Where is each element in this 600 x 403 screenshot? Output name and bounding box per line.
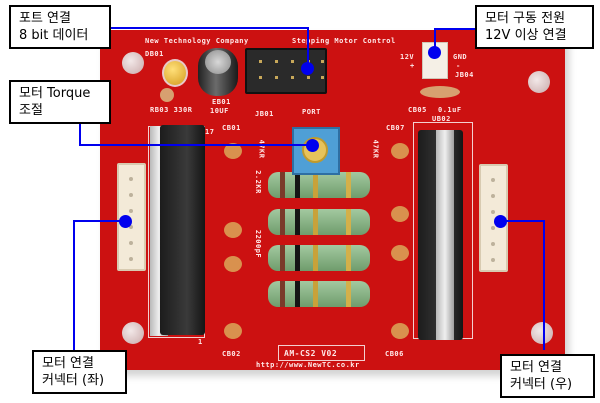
silk-47kr-top-left: 47KR <box>257 139 266 159</box>
leader-torque-horizontal <box>79 144 312 146</box>
capacitor-top <box>205 50 231 74</box>
callout-right-connector: 모터 연결 커넥터 (우) <box>500 354 595 398</box>
silk-jb01: JB01 <box>255 110 274 118</box>
callout-torque: 모터 Torque 조절 <box>9 80 111 124</box>
callout-port: 포트 연결 8 bit 데이터 <box>9 5 111 49</box>
resistor-rb03 <box>160 88 174 102</box>
silk-gnd: GND <box>453 53 468 61</box>
callout-torque-line1: 모터 Torque <box>19 86 91 101</box>
marker-right-connector <box>494 215 507 228</box>
capacitor-cb05 <box>420 86 460 98</box>
silk-model: AM-CS2 V02 <box>284 349 338 358</box>
silk-company: New Technology Company <box>145 37 249 45</box>
power-resistor-3 <box>268 245 370 271</box>
marker-power <box>428 46 441 59</box>
port-header <box>245 48 327 94</box>
marker-torque <box>306 139 319 152</box>
callout-port-line1: 포트 연결 <box>19 11 71 26</box>
silk-cb06: CB06 <box>385 350 404 358</box>
silk-eb01-value: 10UF <box>210 107 229 115</box>
silk-pin17-left: 17 <box>205 128 215 136</box>
power-resistor-2 <box>268 209 370 235</box>
silk-rb03: RB03 330R <box>150 106 193 114</box>
mounting-hole-top-left <box>122 52 144 74</box>
silk-12v: 12V <box>400 53 415 61</box>
ceramic-cap-4 <box>224 323 242 339</box>
ceramic-cap-5 <box>391 143 409 159</box>
left-motor-connector <box>117 163 146 271</box>
ceramic-cap-2 <box>224 222 242 238</box>
silk-47kr-top-right: 47KR <box>371 139 380 159</box>
callout-power: 모터 구동 전원 12V 이상 연결 <box>475 5 594 49</box>
silk-model-box <box>278 345 365 361</box>
leader-power-vertical <box>434 28 436 52</box>
silk-eb01: EB01 <box>212 98 231 106</box>
silk-port: PORT <box>302 108 321 116</box>
ic-left <box>160 125 205 335</box>
silk-2200pf-left: 2200pF <box>254 229 263 259</box>
mounting-hole-top-right <box>528 71 550 93</box>
callout-left-line1: 모터 연결 <box>42 356 94 371</box>
callout-torque-line2: 조절 <box>19 103 43 118</box>
marker-port <box>301 62 314 75</box>
marker-left-connector <box>119 215 132 228</box>
leader-port-horizontal <box>105 27 309 29</box>
silk-ub02: UB02 <box>432 115 451 123</box>
silk-pin1-left: 1 <box>198 338 203 346</box>
silk-cb01: CB01 <box>222 124 241 132</box>
silk-jb04: JB04 <box>455 71 474 79</box>
leader-port-vertical <box>307 27 309 68</box>
silk-minus: - <box>456 62 461 70</box>
leader-right-vertical <box>543 220 545 350</box>
ceramic-cap-1 <box>224 143 242 159</box>
mounting-hole-bottom-right <box>531 322 553 344</box>
leader-left-vertical <box>73 220 75 350</box>
silk-cb07: CB07 <box>386 124 405 132</box>
callout-left-line2: 커넥터 (좌) <box>42 373 105 388</box>
leader-torque-vertical <box>79 124 81 146</box>
power-resistor-1 <box>268 172 370 198</box>
power-connector <box>422 42 448 79</box>
silk-cb05-value: 0.1uF <box>438 106 462 114</box>
ceramic-cap-6 <box>391 206 409 222</box>
leader-power-horizontal <box>434 28 476 30</box>
led <box>162 59 188 87</box>
callout-left-connector: 모터 연결 커넥터 (좌) <box>32 350 127 394</box>
silk-cb02: CB02 <box>222 350 241 358</box>
power-resistor-4 <box>268 281 370 307</box>
silk-plus: + <box>410 62 415 70</box>
callout-power-line1: 모터 구동 전원 <box>485 11 566 26</box>
silk-product: Stepping Motor Control <box>292 37 396 45</box>
callout-right-line2: 커넥터 (우) <box>510 377 573 392</box>
leader-right-horizontal <box>498 220 545 222</box>
ceramic-cap-3 <box>224 256 242 272</box>
leader-left-horizontal <box>73 220 125 222</box>
ceramic-cap-7 <box>391 245 409 261</box>
callout-power-line2: 12V 이상 연결 <box>485 28 567 43</box>
silk-led-ref: DB01 <box>145 50 164 58</box>
callout-port-line2: 8 bit 데이터 <box>19 28 89 43</box>
mounting-hole-bottom-left <box>122 322 144 344</box>
callout-right-line1: 모터 연결 <box>510 360 562 375</box>
silk-cb05: CB05 <box>408 106 427 114</box>
ic-right-heatsink <box>436 130 454 340</box>
ceramic-cap-8 <box>391 323 409 339</box>
silk-2k2-left: 2.2KR <box>253 170 262 194</box>
silk-url: http://www.NewTC.co.kr <box>256 361 360 369</box>
